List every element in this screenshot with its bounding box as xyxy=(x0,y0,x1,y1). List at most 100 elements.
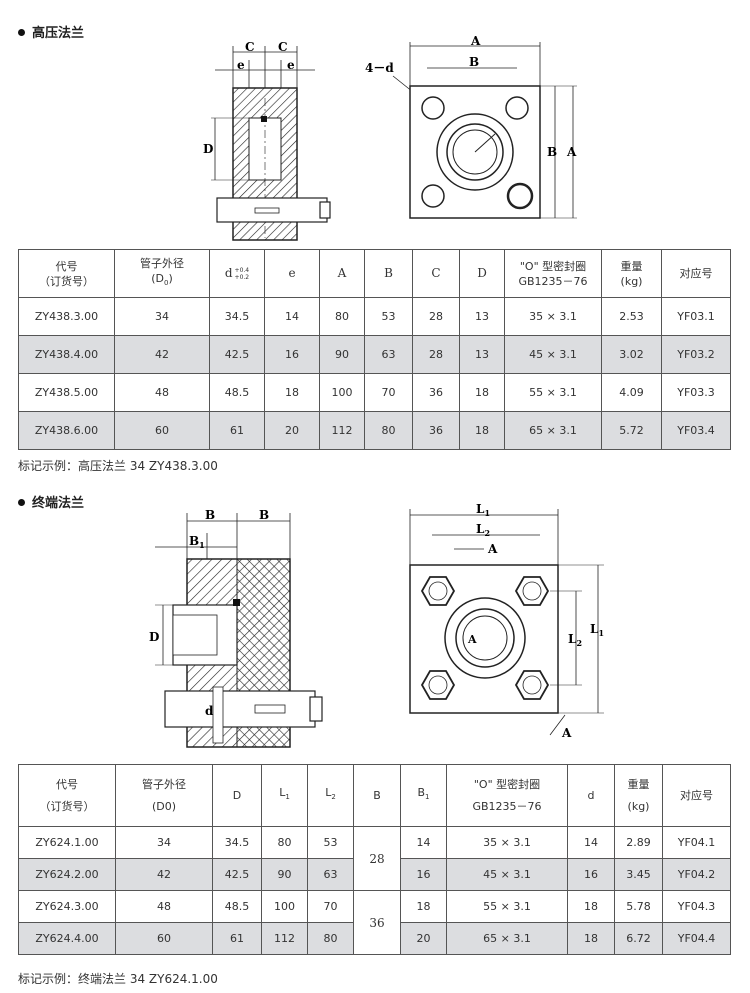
table-row: ZY624.3.00 48 48.5 100 70 36 18 55 × 3.1… xyxy=(18,890,731,955)
table-row: ZY438.5.00 48 48.5 18 100 70 36 18 55 × … xyxy=(18,373,731,412)
header-D: D xyxy=(459,249,505,298)
cell-o-ring: 35 × 3.1 xyxy=(446,826,568,859)
cell-D: 34.5 xyxy=(212,826,262,859)
cell-C: 36 xyxy=(412,411,460,450)
cell-D: 42.5 xyxy=(212,858,262,891)
cell-L1: 112 xyxy=(261,922,308,955)
cell-corresponding: YF04.2 xyxy=(662,858,731,891)
bullet-icon xyxy=(18,499,25,506)
cell-B-merged: 28 xyxy=(353,826,401,891)
cell-L1: 90 xyxy=(261,858,308,891)
cell-tube: 34 xyxy=(115,826,213,859)
cell-d: 34.5 xyxy=(209,297,265,336)
cell-C: 28 xyxy=(412,297,460,336)
cell-weight: 2.89 xyxy=(614,826,663,859)
cell-d: 18 xyxy=(567,890,615,923)
cell-B: 63 xyxy=(364,335,413,374)
cell-corresponding: YF03.3 xyxy=(661,373,731,412)
header-weight: 重量(kg) xyxy=(601,249,662,298)
header-corresponding: 对应号 xyxy=(662,764,731,827)
cell-e: 20 xyxy=(264,411,320,450)
dim-A-top: A xyxy=(470,34,481,48)
cell-d: 61 xyxy=(209,411,265,450)
cell-e: 14 xyxy=(264,297,320,336)
marking-example-end-flange: 标记示例：终端法兰 34 ZY624.1.00 xyxy=(18,972,218,986)
cell-code: ZY438.5.00 xyxy=(18,373,115,412)
cell-A: 80 xyxy=(319,297,365,336)
cell-D: 61 xyxy=(212,922,262,955)
cell-corresponding: YF03.1 xyxy=(661,297,731,336)
cell-tube: 42 xyxy=(114,335,210,374)
cell-d: 42.5 xyxy=(209,335,265,374)
cell-weight: 2.53 xyxy=(601,297,662,336)
cell-A: 90 xyxy=(319,335,365,374)
cell-corresponding: YF04.3 xyxy=(662,890,731,923)
table-row: ZY438.6.00 60 61 20 112 80 36 18 65 × 3.… xyxy=(18,411,731,450)
cell-L1: 100 xyxy=(261,890,308,923)
cell-L1: 80 xyxy=(261,826,308,859)
header-weight: 重量(kg) xyxy=(614,764,663,827)
cell-corresponding: YF03.2 xyxy=(661,335,731,374)
header-B: B xyxy=(364,249,413,298)
label-4-d-holes: 4－d xyxy=(365,61,394,75)
cell-d: 16 xyxy=(567,858,615,891)
cell-code: ZY624.3.00 xyxy=(18,890,116,923)
cell-L2: 63 xyxy=(307,858,354,891)
dim-d: d xyxy=(205,704,214,718)
cell-code: ZY438.3.00 xyxy=(18,297,115,336)
dim-L1-side: L1 xyxy=(590,622,604,638)
cell-d: 14 xyxy=(567,826,615,859)
cell-D: 13 xyxy=(459,297,505,336)
marking-example-high-pressure: 标记示例：高压法兰 34 ZY438.3.00 xyxy=(18,459,218,473)
header-code: 代号（订货号） xyxy=(18,764,116,827)
cell-L2: 53 xyxy=(307,826,354,859)
cell-d: 18 xyxy=(567,922,615,955)
dim-B-top: B xyxy=(469,55,479,69)
cell-L2: 80 xyxy=(307,922,354,955)
section-title-end-flange: 终端法兰 xyxy=(18,492,84,511)
section-mark-A-bottom: A xyxy=(561,726,572,740)
cell-C: 36 xyxy=(412,373,460,412)
cell-o-ring: 65 × 3.1 xyxy=(446,922,568,955)
dim-L1-top: L1 xyxy=(476,502,490,518)
cell-code: ZY624.2.00 xyxy=(18,858,116,891)
cell-o-ring: 35 × 3.1 xyxy=(504,297,602,336)
cell-e: 18 xyxy=(264,373,320,412)
header-L1: L1 xyxy=(261,764,308,827)
cell-o-ring: 45 × 3.1 xyxy=(446,858,568,891)
section-title-high-pressure-flange: 高压法兰 xyxy=(18,22,84,41)
header-A: A xyxy=(319,249,365,298)
cell-B1: 16 xyxy=(400,858,447,891)
cell-corresponding: YF03.4 xyxy=(661,411,731,450)
cell-tube: 34 xyxy=(114,297,210,336)
high-pressure-flange-section-drawing: C C e e D xyxy=(203,40,331,241)
dim-e-left: e xyxy=(237,58,245,72)
cell-o-ring: 55 × 3.1 xyxy=(504,373,602,412)
header-d: d xyxy=(567,764,615,827)
cell-B: 80 xyxy=(364,411,413,450)
cell-A: 100 xyxy=(319,373,365,412)
end-flange-section-drawing: B B B1 D d xyxy=(149,508,323,748)
cell-code: ZY438.6.00 xyxy=(18,411,115,450)
cell-tube: 60 xyxy=(115,922,213,955)
header-C: C xyxy=(412,249,460,298)
high-pressure-flange-spec-table: 代号（订货号） 管子外径(D0) d+0.4+0.2 e A B C D "O"… xyxy=(18,249,731,450)
header-e: e xyxy=(264,249,320,298)
cell-tube: 48 xyxy=(114,373,210,412)
cell-B-merged: 36 xyxy=(353,890,401,955)
cell-C: 28 xyxy=(412,335,460,374)
cell-B: 53 xyxy=(364,297,413,336)
end-flange-front-drawing: L1 L2 A A L2 L1 A xyxy=(409,502,604,740)
dim-L2-side: L2 xyxy=(568,632,582,648)
header-L2: L2 xyxy=(307,764,354,827)
cell-d: 48.5 xyxy=(209,373,265,412)
bullet-icon xyxy=(18,29,25,36)
cell-o-ring: 45 × 3.1 xyxy=(504,335,602,374)
dim-C-left: C xyxy=(245,40,255,54)
cell-e: 16 xyxy=(264,335,320,374)
cell-D: 18 xyxy=(459,373,505,412)
table-row: ZY624.4.00 60 61 112 80 20 65 × 3.1 18 6… xyxy=(18,922,731,955)
header-code: 代号（订货号） xyxy=(18,249,115,298)
